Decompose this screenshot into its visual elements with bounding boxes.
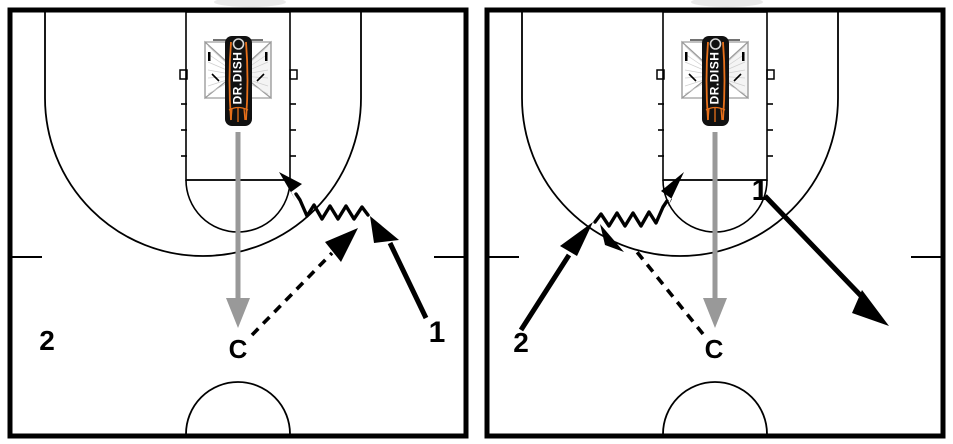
fill-shaft-1 [763,194,867,302]
machine-brand-text-2: DR.DISH [708,52,722,105]
dribble-zigzag-1 [294,192,370,221]
machine-body-2 [702,36,729,126]
machine-clip-right-2 [742,52,745,61]
cut-arrow-1 [370,216,429,320]
dribble-zigzag-2 [593,199,669,228]
page-artifact-top [214,0,286,7]
pass-arrow-c-1 [250,228,358,337]
player-label-1-frame2: 1 [752,174,769,207]
machine-clip-left-2 [685,52,688,61]
machine-feed-arrow [226,132,250,328]
dribble-arrowhead-2 [661,172,684,208]
dribble-path-2 [593,172,684,228]
machine-strut-right-2 [733,73,742,82]
machine-stripe-left-2 [705,41,709,121]
machine-stripe-right-2 [722,41,726,121]
fill-arrowhead-1 [852,290,889,326]
lane-block-left-1-2 [656,69,665,80]
machine-strut-left-2 [688,73,697,82]
machine-stripe-right [245,41,249,121]
cut-arrowhead-2 [560,222,593,256]
cut-shaft-2 [518,253,572,332]
cut-arrow-2 [518,222,593,332]
machine-ball-spray-2 [705,106,726,122]
pass-arrowhead-c-2 [600,224,624,252]
cut-shaft-1 [387,241,429,320]
page-artifact-top-2 [691,0,763,7]
machine-feed-head [226,298,250,328]
machine-feed-head-2 [703,298,727,328]
pass-shaft-c-1 [250,251,334,337]
diagram-frame-left: DR.DISH [0,0,476,444]
machine-brand-text: DR.DISH [231,52,245,105]
court-svg-left: DR.DISH [7,0,469,439]
court-svg-right: DR.DISH [484,0,946,439]
machine-body [225,36,252,126]
court-boundary-2 [484,7,946,439]
player-label-2: 2 [39,325,55,356]
lane-block-left-1 [179,69,188,80]
pass-arrow-c-2 [600,224,705,336]
machine-ball-spray [228,106,249,122]
center-circle-2 [662,381,768,435]
machine-clip-right [265,52,268,61]
machine-feed-arrow-2 [703,132,727,328]
coach-label-c-frame2: C [705,334,724,364]
lane-block-right-1 [289,69,298,80]
pass-shaft-c-2 [635,250,705,336]
hoop-rim-2 [709,38,722,50]
dribble-path-1 [279,172,370,221]
cut-arrowhead-1 [370,216,399,243]
pass-arrowhead-c-1 [325,228,358,262]
three-point-line-2 [521,12,839,257]
three-point-line [44,12,362,257]
court-boundary [7,7,469,439]
dr-dish-machine-2: DR.DISH [681,36,749,126]
machine-stripe-left [228,41,232,121]
machine-clip-left [208,52,211,61]
dr-dish-machine: DR.DISH [204,36,272,126]
player-label-2-frame2: 2 [513,327,529,358]
lane-block-right-1-2 [766,69,775,80]
coach-label-c: C [229,334,248,364]
dribble-arrowhead-1 [279,172,302,201]
player-label-1: 1 [429,316,446,349]
machine-strut-left [211,73,220,82]
diagram-frame-right: DR.DISH [477,0,953,444]
machine-strut-right [256,73,265,82]
center-circle [185,381,291,435]
fill-arrow-1 [763,194,889,326]
hoop-rim [232,38,245,50]
